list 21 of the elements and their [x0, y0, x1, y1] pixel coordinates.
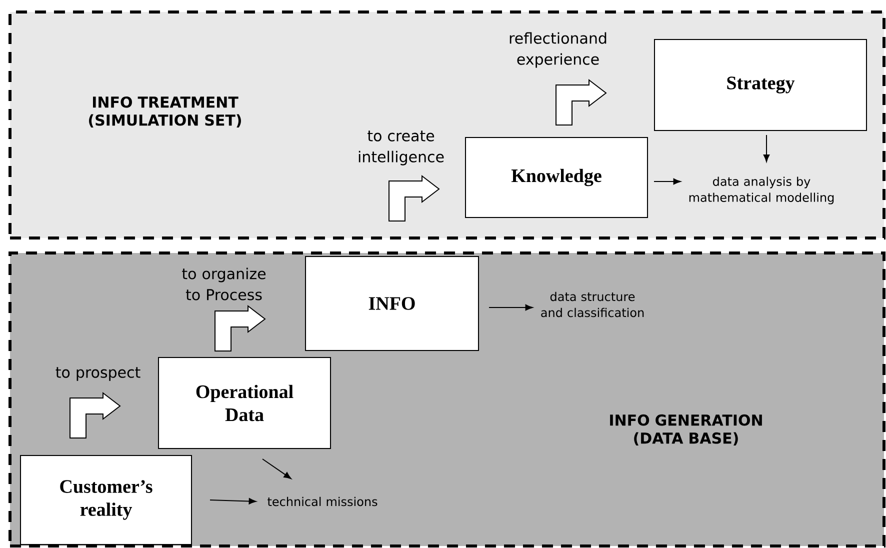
edge-label: to organize to Process [182, 268, 266, 300]
process-box: Customer’s reality [20, 455, 192, 545]
edge-label: to prospect [56, 367, 140, 381]
edge-label: to create intelligence [358, 130, 444, 166]
block-arrow [214, 304, 266, 352]
process-box: Operational Data [158, 357, 331, 449]
block-arrow [70, 392, 121, 438]
annotation-text: data structure and classification [541, 292, 644, 318]
annotation-text: technical missions [268, 496, 378, 506]
arrow [488, 304, 533, 311]
process-box: Strategy [654, 39, 867, 131]
arrow [654, 178, 681, 185]
process-box: INFO [305, 256, 479, 351]
block-arrow [388, 174, 440, 222]
block-arrow [556, 78, 607, 126]
arrow [262, 458, 292, 480]
annotation-text: data analysis by mathematical modelling [689, 176, 834, 204]
edge-label: reflectionand experience [510, 32, 606, 68]
arrow [763, 134, 770, 162]
arrow [210, 498, 256, 504]
process-box: Knowledge [465, 137, 648, 218]
